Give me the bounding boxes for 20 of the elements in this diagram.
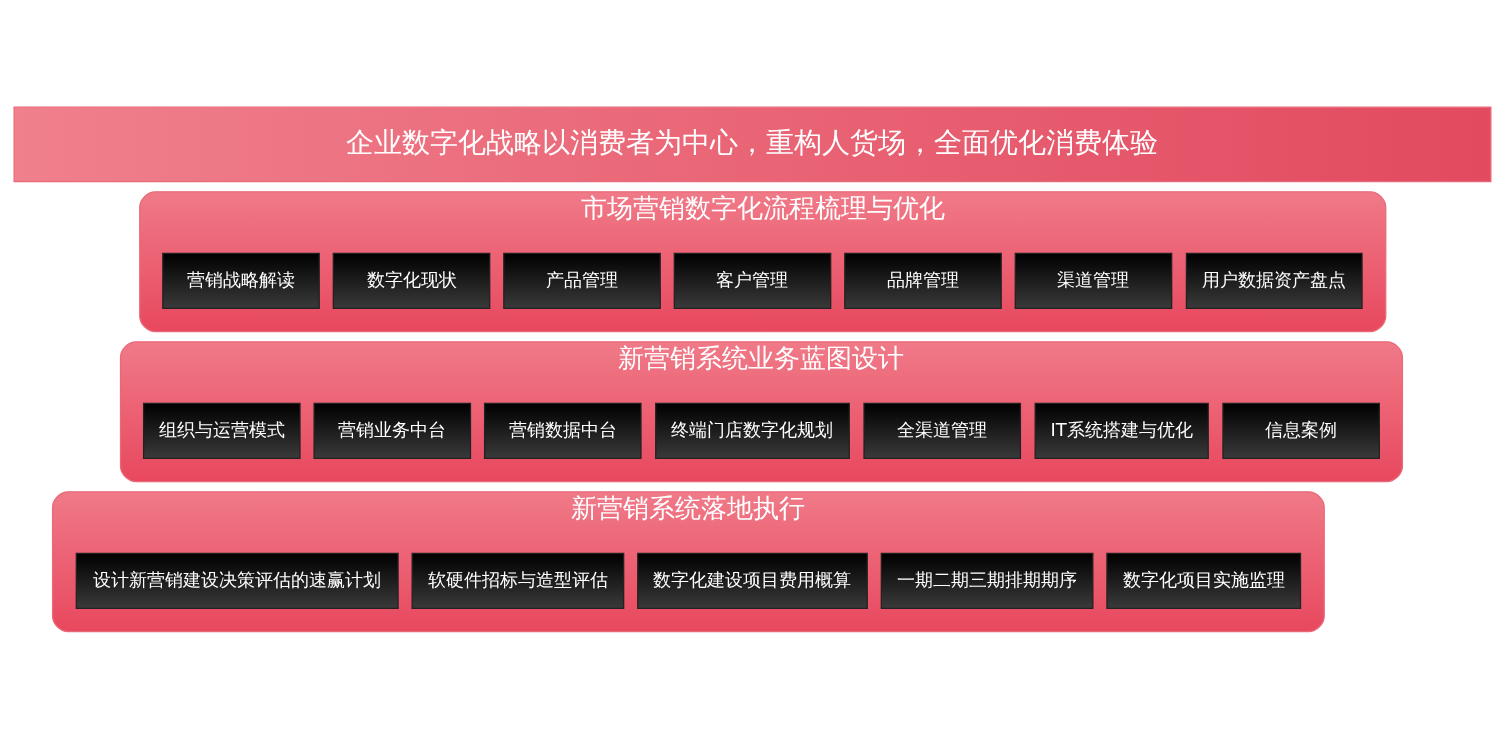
node-box: 客户管理 [673, 252, 831, 309]
node-box: 信息案例 [1221, 402, 1380, 459]
node-box: 营销战略解读 [161, 252, 320, 309]
node-box: 用户数据资产盘点 [1185, 252, 1363, 309]
node-box: 营销业务中台 [312, 402, 471, 459]
node-box: 数字化现状 [332, 252, 490, 309]
node-box: 营销数据中台 [483, 402, 642, 459]
node-box: 一期二期三期排期期序 [880, 552, 1093, 609]
node-box: 数字化项目实施监理 [1105, 552, 1301, 609]
node-box: 渠道管理 [1014, 252, 1172, 309]
node-box: 软硬件招标与造型评估 [411, 552, 624, 609]
node-box: IT系统搭建与优化 [1034, 402, 1209, 459]
node-box: 品牌管理 [843, 252, 1002, 309]
node-box: 数字化建设项目费用概算 [636, 552, 868, 609]
node-box: 企业数字化战略以消费者为中心，重构人货场，全面优化消费体验 [13, 106, 1491, 182]
node-box: 全渠道管理 [862, 402, 1021, 459]
node-box: 组织与运营模式 [142, 402, 301, 459]
node-box: 设计新营销建设决策评估的速赢计划 [75, 552, 399, 609]
node-box: 终端门店数字化规划 [654, 402, 850, 459]
node-box: 产品管理 [502, 252, 661, 309]
